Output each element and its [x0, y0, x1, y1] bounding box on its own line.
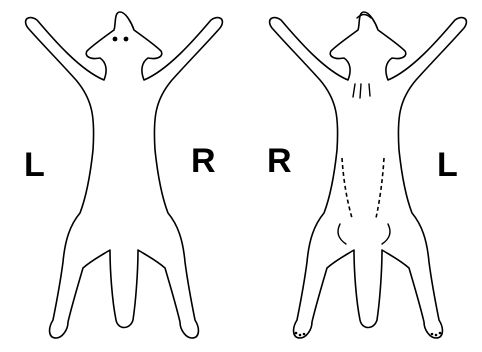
- dorsal-right-label: R: [191, 142, 216, 180]
- chest-mark-2: [360, 84, 361, 98]
- ventral-right-label: L: [437, 146, 458, 184]
- chest-mark-3: [369, 84, 370, 96]
- left-eye-dot: [113, 37, 118, 42]
- dorsal-left-label: L: [24, 146, 45, 184]
- right-eye-dot: [124, 37, 129, 42]
- ventral-left-label: R: [267, 142, 292, 180]
